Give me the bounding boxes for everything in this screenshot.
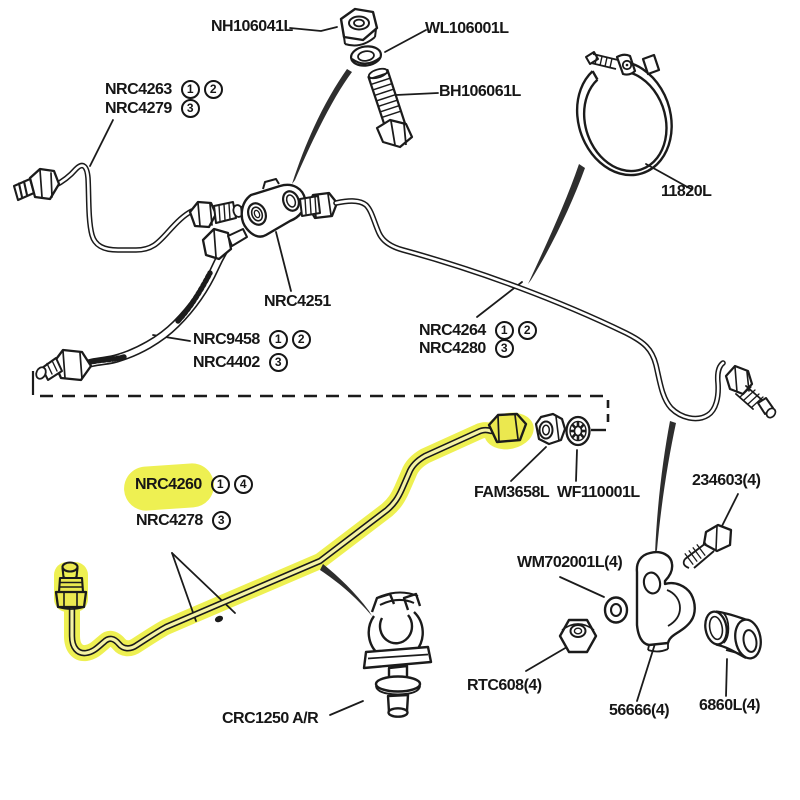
- nut-rtc608: [558, 618, 598, 654]
- part-number: NRC4278: [136, 512, 203, 529]
- nut-fam3658l: [534, 412, 567, 446]
- part-number: 56666(4): [609, 702, 670, 719]
- part-number: NRC4280: [419, 340, 486, 357]
- part-number: WF110001L: [557, 484, 640, 501]
- highlight-layer: [54, 412, 534, 662]
- part-label-nrc4251: NRC4251: [264, 292, 331, 311]
- part-number: NRC4263: [105, 81, 172, 98]
- part-label-nh106041l: NH106041L: [211, 17, 293, 36]
- pipe-highlighted-nrc4260: [54, 412, 528, 657]
- key-circle-1: 1: [494, 321, 514, 340]
- key-circle-2: 2: [203, 80, 223, 99]
- part-label-234603: 234603(4): [692, 471, 761, 490]
- part-number: 234603(4): [692, 472, 761, 489]
- bracket-56666: [635, 550, 696, 653]
- braided-hose: [35, 227, 248, 382]
- key-circle-3: 3: [180, 99, 200, 118]
- nut-nh106041l: [339, 7, 379, 47]
- part-label-nrc4279: NRC4279 3: [105, 99, 200, 118]
- part-number: CRC1250 A/R: [222, 710, 319, 727]
- part-number: WM702001L(4): [517, 554, 623, 571]
- part-label-rtc608: RTC608(4): [467, 676, 542, 695]
- key-circle-3: 3: [211, 511, 231, 530]
- taper-arrows: [292, 69, 676, 616]
- part-number: NRC4251: [264, 293, 331, 310]
- pipe-clip-crc1250: [362, 591, 433, 718]
- part-label-nrc4278: NRC4278 3: [136, 511, 231, 530]
- key-circle-3: 3: [494, 339, 514, 358]
- part-number: NRC4264: [419, 322, 486, 339]
- key-circle-1: 1: [268, 330, 288, 349]
- part-number: WL106001L: [425, 20, 509, 37]
- part-number: NH106041L: [211, 18, 293, 35]
- key-circle-1: 1: [180, 80, 200, 99]
- part-number: NRC4402: [193, 354, 260, 371]
- key-circle-2: 2: [517, 321, 537, 340]
- part-label-6860l: 6860L(4): [699, 696, 760, 715]
- part-label-wf110001l: WF110001L: [557, 483, 640, 502]
- pipe-long: [299, 191, 777, 422]
- key-circle-2: 2: [291, 330, 311, 349]
- part-label-crc1250: CRC1250 A/R: [222, 709, 319, 728]
- part-number: BH106061L: [439, 83, 521, 100]
- part-label-wm702001l: WM702001L(4): [517, 553, 623, 572]
- junction-block-nrc4251: [240, 178, 307, 238]
- part-number: NRC4279: [105, 100, 172, 117]
- key-circle-4: 4: [233, 475, 253, 494]
- taper-pipe-to-bracket: [655, 421, 676, 554]
- bolt-234603: [682, 523, 733, 569]
- washer-wl106001l: [349, 45, 383, 67]
- part-label-fam3658l: FAM3658L: [474, 483, 550, 502]
- taper-clamp-to-pipe: [528, 164, 585, 284]
- part-number: RTC608(4): [467, 677, 542, 694]
- bushing-6860l: [704, 610, 762, 660]
- pipe-upper-left: [12, 162, 250, 253]
- leader-lines: [89, 26, 739, 716]
- key-circle-1: 1: [210, 475, 230, 494]
- key-circle-3: 3: [268, 353, 288, 372]
- part-number: 11820L: [661, 183, 712, 200]
- dashed-divider: [31, 371, 610, 432]
- bolt-bh106061l: [367, 67, 414, 149]
- part-number: NRC4260: [135, 476, 202, 493]
- part-label-bh106061l: BH106061L: [439, 82, 521, 101]
- part-number: 6860L(4): [699, 697, 760, 714]
- part-number: NRC9458: [193, 331, 260, 348]
- part-number: FAM3658L: [474, 484, 550, 501]
- part-label-11820l: 11820L: [661, 182, 712, 201]
- part-label-wl106001l: WL106001L: [425, 19, 509, 38]
- washer-wm702001l: [603, 596, 629, 624]
- star-washer-wf110001l: [565, 415, 591, 447]
- part-label-nrc4280: NRC4280 3: [419, 339, 514, 358]
- part-label-nrc4402: NRC4402 3: [193, 353, 288, 372]
- taper-bolt-to-junction: [292, 69, 352, 184]
- clamp-11820l: [575, 51, 673, 177]
- taper-clip-to-pipe: [320, 564, 372, 616]
- part-label-56666: 56666(4): [609, 701, 670, 720]
